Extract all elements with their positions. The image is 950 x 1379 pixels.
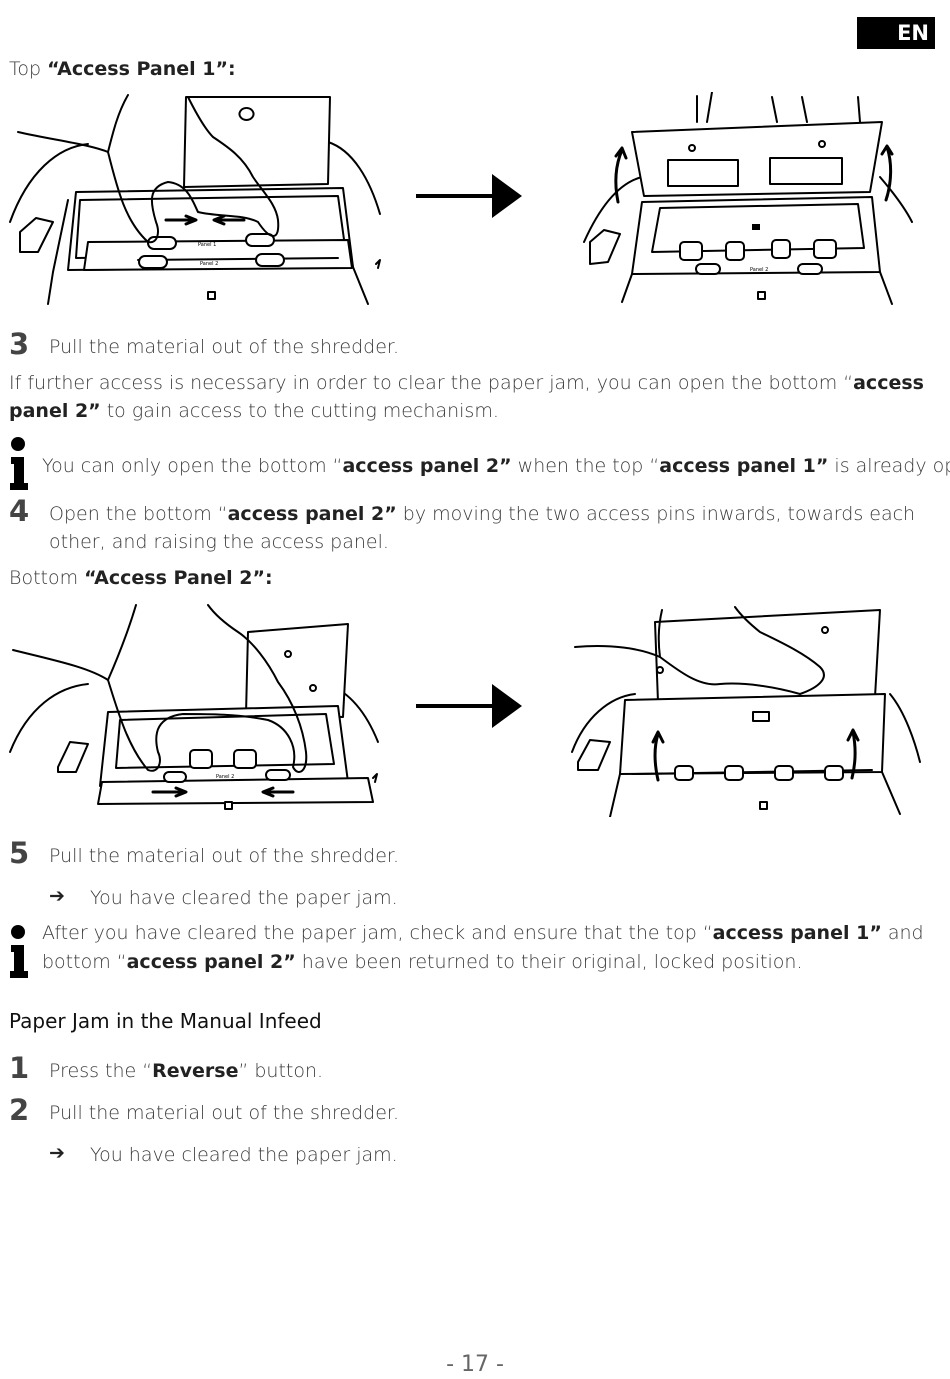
- result-text-2: You have cleared the paper jam.: [90, 1144, 398, 1166]
- illustration-bottom-panel-open: [571, 606, 921, 817]
- arrow-right-icon: [416, 684, 522, 728]
- info-note-2-line1: After you have cleared the paper jam, ch…: [42, 919, 924, 947]
- text-run: have been returned to their original, lo…: [295, 951, 803, 973]
- section-title-top-panel: Top “Access Panel 1”:: [9, 55, 236, 83]
- illustration-top-panel-closed: Panel 1 Panel 2: [9, 94, 381, 305]
- section-prefix: Bottom: [9, 567, 85, 589]
- text-run: bottom “: [42, 951, 127, 973]
- step-number-5: 5: [9, 836, 30, 870]
- manual-step-number-1: 1: [9, 1051, 30, 1085]
- result-arrow-icon: ➔: [49, 885, 65, 907]
- bold-run: access panel 2”: [227, 503, 397, 525]
- text-run: If further access is necessary in order …: [9, 372, 854, 394]
- bold-run: access panel 2”: [126, 951, 296, 973]
- section-prefix: Top: [9, 58, 48, 80]
- text-run: After you have cleared the paper jam, ch…: [42, 922, 713, 944]
- step-4-line2: other, and raising the access panel.: [49, 531, 389, 553]
- step-number-3: 3: [9, 327, 30, 361]
- text-run: and: [881, 922, 924, 944]
- page-number: - 17 -: [446, 1352, 504, 1377]
- bold-run: access: [853, 372, 924, 394]
- section-bold: “Access Panel 1”:: [47, 58, 236, 80]
- text-run: You can only open the bottom “: [42, 455, 343, 477]
- info-icon: [10, 925, 28, 978]
- info-note-2-line2: bottom “access panel 2” have been return…: [42, 948, 802, 976]
- section-bold: “Access Panel 2”:: [84, 567, 273, 589]
- text-run: Press the “: [49, 1060, 153, 1082]
- bold-run: access panel 1”: [659, 455, 829, 477]
- panel-2-label: Panel 2: [200, 261, 218, 267]
- result-text-1: You have cleared the paper jam.: [90, 887, 398, 909]
- text-run: when the top “: [511, 455, 660, 477]
- section-heading-manual-infeed: Paper Jam in the Manual Infeed: [9, 1009, 322, 1033]
- text-run: ” button.: [238, 1060, 324, 1082]
- language-badge: EN: [857, 17, 935, 49]
- access-paragraph-line2: panel 2” to gain access to the cutting m…: [9, 397, 499, 425]
- illustration-top-panel-open: Panel 2: [583, 92, 913, 305]
- bold-run: access panel 2”: [342, 455, 512, 477]
- arrow-right-icon: [416, 174, 522, 218]
- text-run: to gain access to the cutting mechanism.: [100, 400, 499, 422]
- text-run: by moving the two access pins inwards, t…: [396, 503, 916, 525]
- manual-step-1-text: Press the “Reverse” button.: [49, 1057, 323, 1085]
- manual-step-number-2: 2: [9, 1093, 30, 1127]
- step-4-line1: Open the bottom “access panel 2” by movi…: [49, 500, 915, 528]
- bold-run: panel 2”: [9, 400, 101, 422]
- manual-step-2-text: Pull the material out of the shredder.: [49, 1102, 399, 1124]
- panel-2-label-bottom: Panel 2: [216, 774, 234, 780]
- panel-1-label: Panel 1: [198, 242, 216, 248]
- access-paragraph-line1: If further access is necessary in order …: [9, 369, 924, 397]
- info-note-1: You can only open the bottom “access pan…: [42, 452, 950, 480]
- text-run: is already open.: [834, 455, 950, 477]
- step-5-text: Pull the material out of the shredder.: [49, 845, 399, 867]
- text-run: Open the bottom “: [49, 503, 228, 525]
- result-arrow-icon: ➔: [49, 1142, 65, 1164]
- info-icon: [10, 437, 28, 490]
- panel-2-label-open: Panel 2: [750, 267, 768, 273]
- bold-run: access panel 1”: [712, 922, 882, 944]
- illustration-bottom-panel-closed: Panel 2: [9, 604, 379, 810]
- section-title-bottom-panel: Bottom “Access Panel 2”:: [9, 564, 273, 592]
- step-3-text: Pull the material out of the shredder.: [49, 336, 399, 358]
- bold-run: Reverse: [152, 1060, 239, 1082]
- step-number-4: 4: [9, 494, 30, 528]
